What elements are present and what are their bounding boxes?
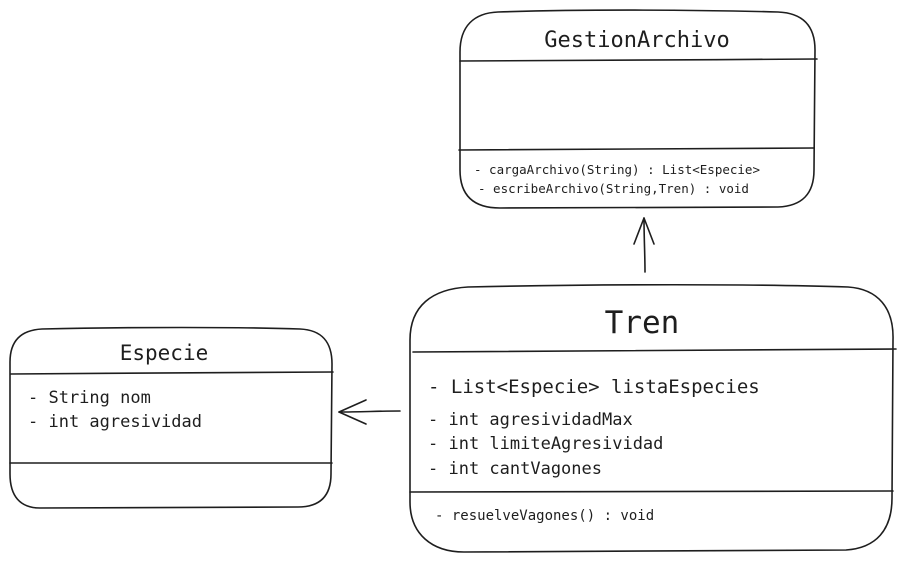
class-tren-divider-2 — [409, 490, 894, 493]
association-tren-gestion-archivo-arrowhead — [633, 217, 655, 245]
class-especie-box — [9, 326, 333, 509]
association-tren-especie-line — [338, 410, 401, 413]
class-gestion-archivo-name: GestionArchivo — [544, 28, 729, 53]
class-tren[interactable]: Tren - List<Especie> listaEspecies - int… — [409, 283, 897, 553]
class-especie-attribute-1: - String nom — [28, 388, 151, 408]
class-tren-name: Tren — [605, 305, 680, 341]
association-tren-especie-arrowhead — [338, 399, 367, 425]
class-tren-attribute-2: - int agresividadMax — [428, 410, 633, 430]
class-gestion-archivo-box — [459, 9, 816, 209]
class-especie[interactable]: Especie - String nom - int agresividad — [9, 326, 334, 509]
class-tren-attribute-3: - int limiteAgresividad — [428, 434, 663, 454]
class-gestion-archivo-divider-2 — [458, 147, 815, 151]
class-especie-name: Especie — [120, 341, 209, 365]
class-especie-divider-1 — [10, 371, 334, 375]
class-gestion-archivo-method-1: - cargaArchivo(String) : List<Especie> — [474, 162, 760, 177]
class-tren-attribute-4: - int cantVagones — [428, 459, 602, 479]
class-gestion-archivo-method-2: - escribeArchivo(String,Tren) : void — [478, 181, 749, 196]
association-tren-gestion-archivo[interactable] — [633, 217, 655, 273]
class-tren-divider-1 — [412, 348, 897, 353]
class-gestion-archivo[interactable]: GestionArchivo - cargaArchivo(String) : … — [458, 9, 818, 209]
class-tren-box — [409, 283, 894, 553]
class-tren-attribute-1: - List<Especie> listaEspecies — [428, 376, 760, 398]
association-tren-especie[interactable] — [338, 399, 401, 425]
class-tren-method-1: - resuelveVagones() : void — [435, 508, 654, 524]
association-tren-gestion-archivo-line — [643, 217, 646, 273]
class-gestion-archivo-divider-1 — [459, 58, 818, 62]
class-especie-attribute-2: - int agresividad — [28, 412, 202, 432]
